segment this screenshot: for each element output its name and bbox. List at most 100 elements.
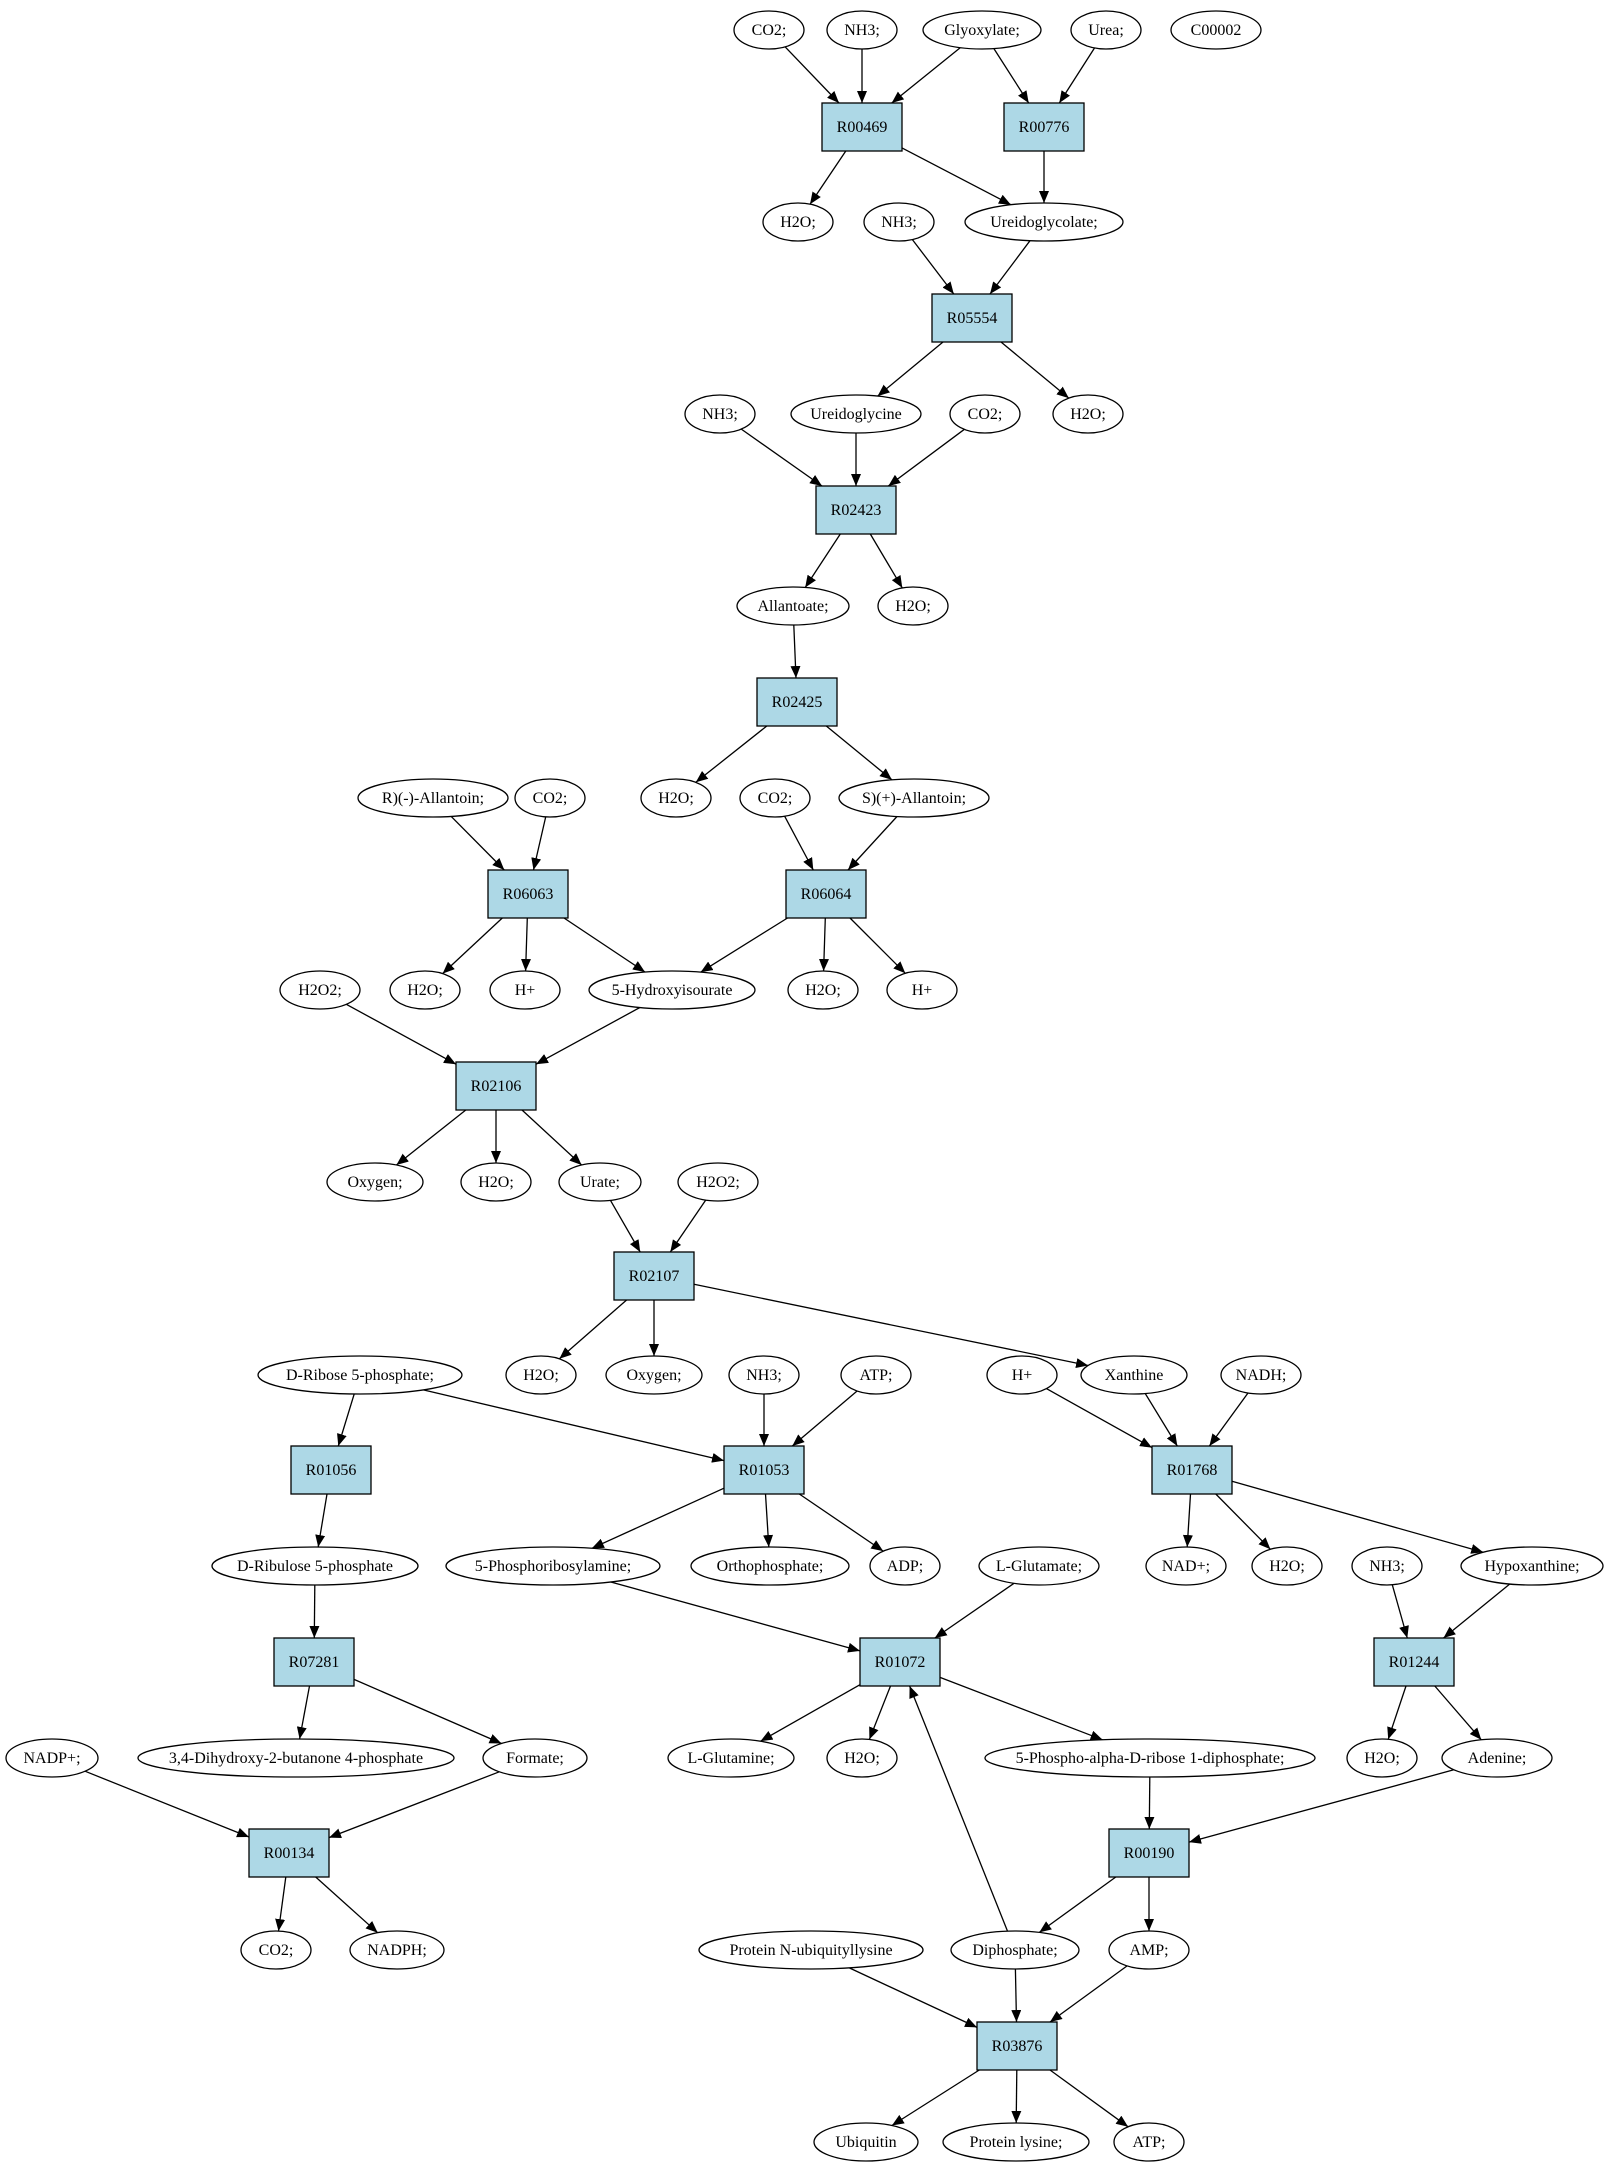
node-label: S)(+)-Allantoin; (862, 790, 966, 807)
reaction-node-r03876[interactable]: R03876 (976, 2021, 1058, 2071)
compound-node-h2o[interactable]: H2O; (389, 970, 461, 1010)
compound-node-l-glutamate[interactable]: L-Glutamate; (978, 1546, 1100, 1586)
compound-node-co2[interactable]: CO2; (514, 778, 586, 818)
compound-node-r-allantoin[interactable]: R)(-)-Allantoin; (357, 778, 509, 818)
compound-node-ubiquitin[interactable]: Ubiquitin (813, 2122, 919, 2162)
edge-r_R03876-to-c_atp_b (1049, 2069, 1129, 2128)
compound-node-nh3[interactable]: NH3; (1351, 1546, 1423, 1586)
reaction-node-r00190[interactable]: R00190 (1108, 1828, 1190, 1878)
compound-node-d-ribulose-5-phosphate[interactable]: D-Ribulose 5-phosphate (211, 1546, 419, 1586)
compound-node-co2[interactable]: CO2; (739, 778, 811, 818)
compound-node-atp[interactable]: ATP; (1113, 2122, 1185, 2162)
compound-node-h[interactable]: H+ (886, 970, 958, 1010)
compound-ellipse (813, 2122, 919, 2162)
reaction-node-r06064[interactable]: R06064 (785, 869, 867, 919)
edge-c_hypox-to-r_R01244 (1443, 1583, 1511, 1639)
compound-node-oxygen[interactable]: Oxygen; (605, 1355, 703, 1395)
reaction-node-r02106[interactable]: R02106 (455, 1061, 537, 1111)
compound-node-h[interactable]: H+ (986, 1355, 1058, 1395)
reaction-node-r01053[interactable]: R01053 (723, 1445, 805, 1495)
compound-node-co2[interactable]: CO2; (240, 1930, 312, 1970)
reaction-node-r02423[interactable]: R02423 (815, 485, 897, 535)
compound-node-h2o[interactable]: H2O; (1346, 1738, 1418, 1778)
compound-node-adp[interactable]: ADP; (869, 1546, 941, 1586)
compound-node-diphosphate[interactable]: Diphosphate; (950, 1930, 1080, 1970)
compound-node-nadp[interactable]: NADP+; (5, 1738, 99, 1778)
compound-node-urate[interactable]: Urate; (558, 1162, 642, 1202)
compound-node-h2o[interactable]: H2O; (1052, 394, 1124, 434)
reaction-node-r05554[interactable]: R05554 (931, 293, 1013, 343)
reaction-node-r06063[interactable]: R06063 (487, 869, 569, 919)
node-label: NH3; (844, 22, 880, 39)
compound-node-hypoxanthine[interactable]: Hypoxanthine; (1460, 1546, 1604, 1586)
edge-r_R01244-to-c_adenine (1434, 1685, 1482, 1741)
compound-node-nadh[interactable]: NADH; (1220, 1355, 1302, 1395)
compound-node-5-phospho-alpha-d-ribose-1-diphosphate[interactable]: 5-Phospho-alpha-D-ribose 1-diphosphate; (984, 1738, 1316, 1778)
reaction-node-r00134[interactable]: R00134 (248, 1828, 330, 1878)
compound-node-3-4-dihydroxy-2-butanone-4-phosphate[interactable]: 3,4-Dihydroxy-2-butanone 4-phosphate (137, 1738, 455, 1778)
compound-node-h2o2[interactable]: H2O2; (279, 970, 361, 1010)
compound-node-nh3[interactable]: NH3; (728, 1355, 800, 1395)
edge-r_R01244-to-c_h2o_k (1387, 1685, 1407, 1740)
reaction-node-r02107[interactable]: R02107 (613, 1251, 695, 1301)
compound-node-atp[interactable]: ATP; (840, 1355, 912, 1395)
compound-node-s-allantoin[interactable]: S)(+)-Allantoin; (838, 778, 990, 818)
compound-node-protein-lysine[interactable]: Protein lysine; (942, 2122, 1090, 2162)
reaction-node-r01072[interactable]: R01072 (859, 1637, 941, 1687)
node-label: 5-Hydroxyisourate (612, 982, 733, 999)
node-label: C00002 (1191, 22, 1242, 39)
compound-node-orthophosphate[interactable]: Orthophosphate; (690, 1546, 850, 1586)
reaction-node-r07281[interactable]: R07281 (273, 1637, 355, 1687)
edge-r_R01768-to-c_nadplus (1182, 1493, 1193, 1548)
compound-node-5-hydroxyisourate[interactable]: 5-Hydroxyisourate (588, 970, 756, 1010)
compound-node-l-glutamine[interactable]: L-Glutamine; (667, 1738, 795, 1778)
edge-r_R06064-to-c_h2o_f (818, 917, 829, 972)
reaction-node-r00776[interactable]: R00776 (1003, 102, 1085, 152)
compound-node-urea[interactable]: Urea; (1070, 10, 1142, 50)
compound-node-nh3[interactable]: NH3; (684, 394, 756, 434)
node-label: 3,4-Dihydroxy-2-butanone 4-phosphate (169, 1750, 423, 1767)
node-label: R01053 (739, 1462, 790, 1479)
compound-node-h2o[interactable]: H2O; (877, 586, 949, 626)
compound-node-h2o[interactable]: H2O; (505, 1355, 577, 1395)
compound-node-adenine[interactable]: Adenine; (1441, 1738, 1553, 1778)
compound-node-co2[interactable]: CO2; (949, 394, 1021, 434)
compound-node-nad[interactable]: NAD+; (1145, 1546, 1227, 1586)
compound-node-formate[interactable]: Formate; (482, 1738, 588, 1778)
reaction-node-r01244[interactable]: R01244 (1373, 1637, 1455, 1687)
compound-node-d-ribose-5-phosphate[interactable]: D-Ribose 5-phosphate; (257, 1355, 463, 1395)
compound-node-ureidoglycolate[interactable]: Ureidoglycolate; (964, 202, 1124, 242)
node-label: Urate; (580, 1174, 620, 1191)
compound-ellipse (558, 1162, 642, 1202)
reaction-node-r00469[interactable]: R00469 (821, 102, 903, 152)
compound-ellipse (840, 1355, 912, 1395)
compound-node-5-phosphoribosylamine[interactable]: 5-Phosphoribosylamine; (445, 1546, 661, 1586)
compound-node-xanthine[interactable]: Xanthine (1080, 1355, 1188, 1395)
compound-node-co2[interactable]: CO2; (733, 10, 805, 50)
compound-node-h[interactable]: H+ (489, 970, 561, 1010)
compound-node-h2o[interactable]: H2O; (1251, 1546, 1323, 1586)
compound-node-h2o[interactable]: H2O; (640, 778, 712, 818)
node-label: H2O; (478, 1174, 514, 1191)
compound-node-glyoxylate[interactable]: Glyoxylate; (922, 10, 1042, 50)
reaction-node-r02425[interactable]: R02425 (756, 677, 838, 727)
compound-node-h2o2[interactable]: H2O2; (677, 1162, 759, 1202)
edge-c_formate-to-r_R00134 (328, 1771, 500, 1839)
compound-node-nh3[interactable]: NH3; (826, 10, 898, 50)
compound-ellipse (1108, 1930, 1190, 1970)
compound-node-nadph[interactable]: NADPH; (349, 1930, 445, 1970)
compound-node-h2o[interactable]: H2O; (826, 1738, 898, 1778)
compound-node-h2o[interactable]: H2O; (762, 202, 834, 242)
compound-node-h2o[interactable]: H2O; (460, 1162, 532, 1202)
compound-node-protein-n-ubiquityllysine[interactable]: Protein N-ubiquityllysine (698, 1930, 924, 1970)
reaction-node-r01768[interactable]: R01768 (1151, 1445, 1233, 1495)
reaction-node-r01056[interactable]: R01056 (290, 1445, 372, 1495)
compound-node-h2o[interactable]: H2O; (787, 970, 859, 1010)
compound-node-nh3[interactable]: NH3; (863, 202, 935, 242)
node-label: Protein lysine; (970, 2134, 1063, 2151)
compound-node-allantoate[interactable]: Allantoate; (736, 586, 850, 626)
compound-node-ureidoglycine[interactable]: Ureidoglycine (790, 394, 922, 434)
compound-node-c00002[interactable]: C00002 (1170, 10, 1262, 50)
compound-node-oxygen[interactable]: Oxygen; (326, 1162, 424, 1202)
compound-node-amp[interactable]: AMP; (1108, 1930, 1190, 1970)
